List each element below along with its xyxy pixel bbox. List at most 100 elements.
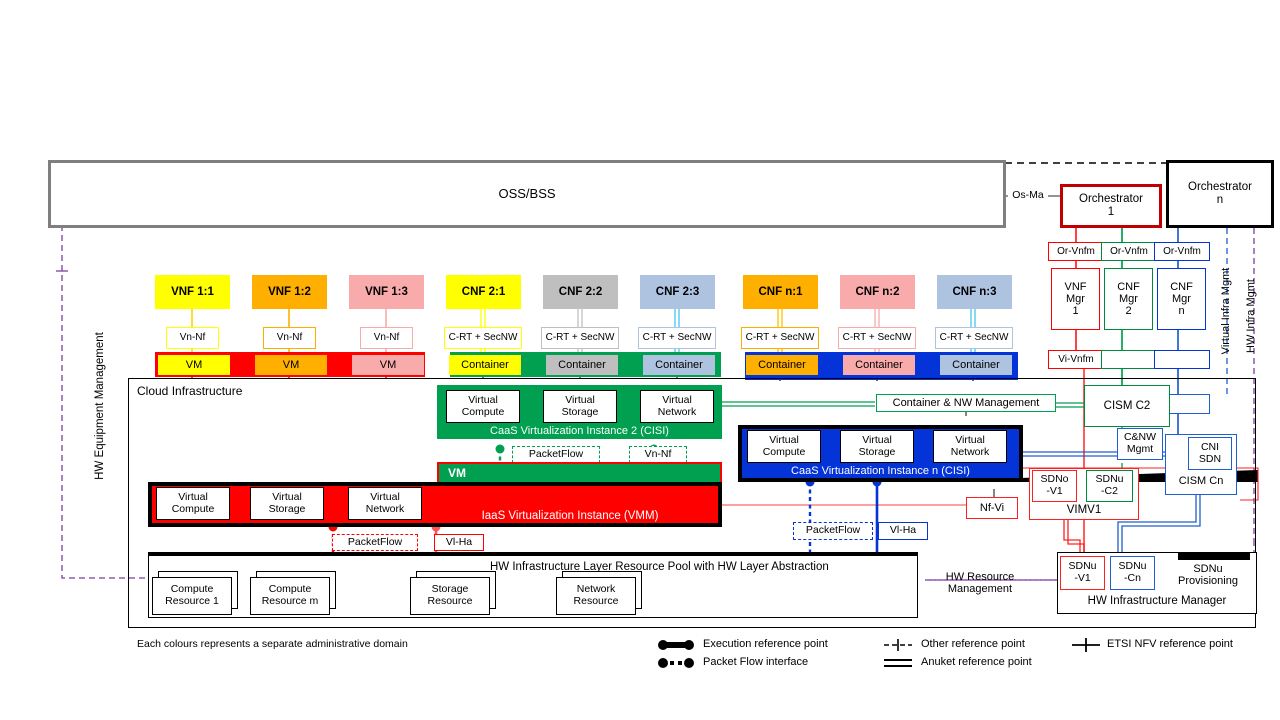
or-vnfm-label: Or-Vnfm [1163,245,1201,257]
orchestrator-n-box[interactable]: Orchestrator n [1166,160,1274,228]
execution-unit-box-4[interactable]: Container [546,355,618,375]
cism-c2-box[interactable]: CISM C2 [1084,385,1170,427]
caas2-vm-bar[interactable] [437,462,722,484]
execution-unit-label: VM [282,358,300,371]
function-box-2[interactable]: VNF 1:3 [349,275,424,309]
or-vnfm-reference-1: Or-Vnfm [1101,242,1157,261]
function-box-5[interactable]: CNF 2:3 [640,275,715,309]
hw-resource-line-1: Resource [427,595,473,607]
reference-point-label: C-RT + SecNW [745,332,815,344]
iaas-packetflow-ref: PacketFlow [332,534,418,551]
caas2-virtual-network[interactable]: Virtual Network [640,390,714,423]
reference-point-label: Vn-Nf [179,332,206,344]
container-nw-management-box[interactable]: Container & NW Management [876,394,1056,412]
function-box-8[interactable]: CNF n:3 [937,275,1012,309]
execution-unit-box-5[interactable]: Container [643,355,715,375]
function-label: CNF n:1 [758,285,803,298]
vi-vnfm-reference-2 [1154,350,1210,369]
execution-unit-box-8[interactable]: Container [940,355,1012,375]
ossbss-box[interactable]: OSS/BSS [48,160,1006,228]
execution-unit-box-6[interactable]: Container [746,355,818,375]
sdno-v1-box[interactable]: SDNo -V1 [1032,470,1077,502]
hw-infrastructure-manager-label: HW Infrastructure Manager [1087,594,1227,607]
caasn-virtual-network[interactable]: Virtual Network [933,430,1007,463]
function-box-1[interactable]: VNF 1:2 [252,275,327,309]
manager-line-1: Mgr [1119,292,1138,305]
caasn-virtual-compute[interactable]: Virtual Compute [747,430,821,463]
caas2-virtual-storage[interactable]: Virtual Storage [543,390,617,423]
function-box-0[interactable]: VNF 1:1 [155,275,230,309]
execution-unit-label: VM [185,358,203,371]
or-vnfm-reference-0: Or-Vnfm [1048,242,1104,261]
function-label: CNF 2:1 [461,285,506,298]
hw-resource-line-0: Storage [431,583,469,596]
execution-unit-box-7[interactable]: Container [843,355,915,375]
execution-unit-box-2[interactable]: VM [352,355,424,375]
reference-point-box-7: C-RT + SecNW [838,327,916,349]
iaas-virtual-storage[interactable]: Virtual Storage [250,487,324,520]
execution-unit-box-0[interactable]: VM [158,355,230,375]
vi-vnfm-label: Vi-Vnfm [1058,353,1094,365]
manager-line-0: CNF [1170,280,1193,293]
cloud-infrastructure-label: Cloud Infrastructure [137,384,243,398]
reference-point-box-6: C-RT + SecNW [741,327,819,349]
hw-resource-line-0: Compute [268,583,312,596]
execution-unit-box-1[interactable]: VM [255,355,327,375]
sdnu-cn-box[interactable]: SDNu -Cn [1110,556,1155,590]
execution-unit-label: Container [461,358,509,371]
function-box-3[interactable]: CNF 2:1 [446,275,521,309]
sdnu-c2-box[interactable]: SDNu -C2 [1086,470,1133,502]
reference-point-box-8: C-RT + SecNW [935,327,1013,349]
nf-vi-ref: Nf-Vi [966,497,1018,519]
reference-point-label: Vn-Nf [276,332,303,344]
execution-unit-label: Container [558,358,606,371]
sdnu-provisioning-topbar [1178,553,1250,560]
function-box-6[interactable]: CNF n:1 [743,275,818,309]
hw-resource-line-0: Compute [170,583,214,596]
manager-line-0: CNF [1117,280,1140,293]
manager-line-0: VNF [1064,280,1087,293]
sdnu-provisioning-box[interactable]: SDNu Provisioning [1178,562,1238,587]
iaas-vl-ha-ref: Vl-Ha [434,534,484,551]
os-ma-reference: Os-Ma [1008,186,1048,206]
caasn-vl-ha-ref: Vl-Ha [878,522,928,540]
vimv1-label: VIMV1 [1066,503,1102,516]
vi-vnfm-reference-0: Vi-Vnfm [1048,350,1104,369]
function-label: VNF 1:2 [268,285,311,298]
manager-line-2: 2 [1125,305,1132,318]
caasn-packetflow-ref: PacketFlow [793,522,873,540]
legend-packet-flow-interface: Packet Flow interface [703,656,809,668]
iaas-virtual-network[interactable]: Virtual Network [348,487,422,520]
reference-point-box-3: C-RT + SecNW [444,327,522,349]
caasn-title: CaaS Virtualization Instance n (CISI) [791,465,970,478]
or-vnfm-label: Or-Vnfm [1110,245,1148,257]
cni-sdn-box[interactable]: CNI SDN [1188,437,1232,470]
function-box-4[interactable]: CNF 2:2 [543,275,618,309]
manager-line-2: 1 [1072,305,1079,318]
iaas-instance[interactable] [148,482,722,527]
function-box-7[interactable]: CNF n:2 [840,275,915,309]
hw-resource-management-label: HW Resource Management [945,570,1015,595]
caas2-virtual-compute[interactable]: Virtual Compute [446,390,520,423]
execution-unit-label: Container [952,358,1000,371]
execution-unit-label: Container [758,358,806,371]
sdnu-v1-box[interactable]: SDNu -V1 [1060,556,1105,590]
caas2-title: CaaS Virtualization Instance 2 (CISI) [490,425,669,438]
cnw-mgmt-box[interactable]: C&NW Mgmt [1117,428,1163,460]
legend-other-reference-point: Other reference point [921,638,1025,650]
caas2-vm-label: VM [448,466,466,480]
orchestrator-1-title: Orchestrator [1079,193,1143,206]
iaas-virtual-compute[interactable]: Virtual Compute [156,487,230,520]
orchestrator-n-index: n [1216,194,1224,206]
execution-unit-box-3[interactable]: Container [449,355,521,375]
orchestrator-1-box[interactable]: Orchestrator 1 [1060,184,1162,228]
caasn-virtual-storage[interactable]: Virtual Storage [840,430,914,463]
